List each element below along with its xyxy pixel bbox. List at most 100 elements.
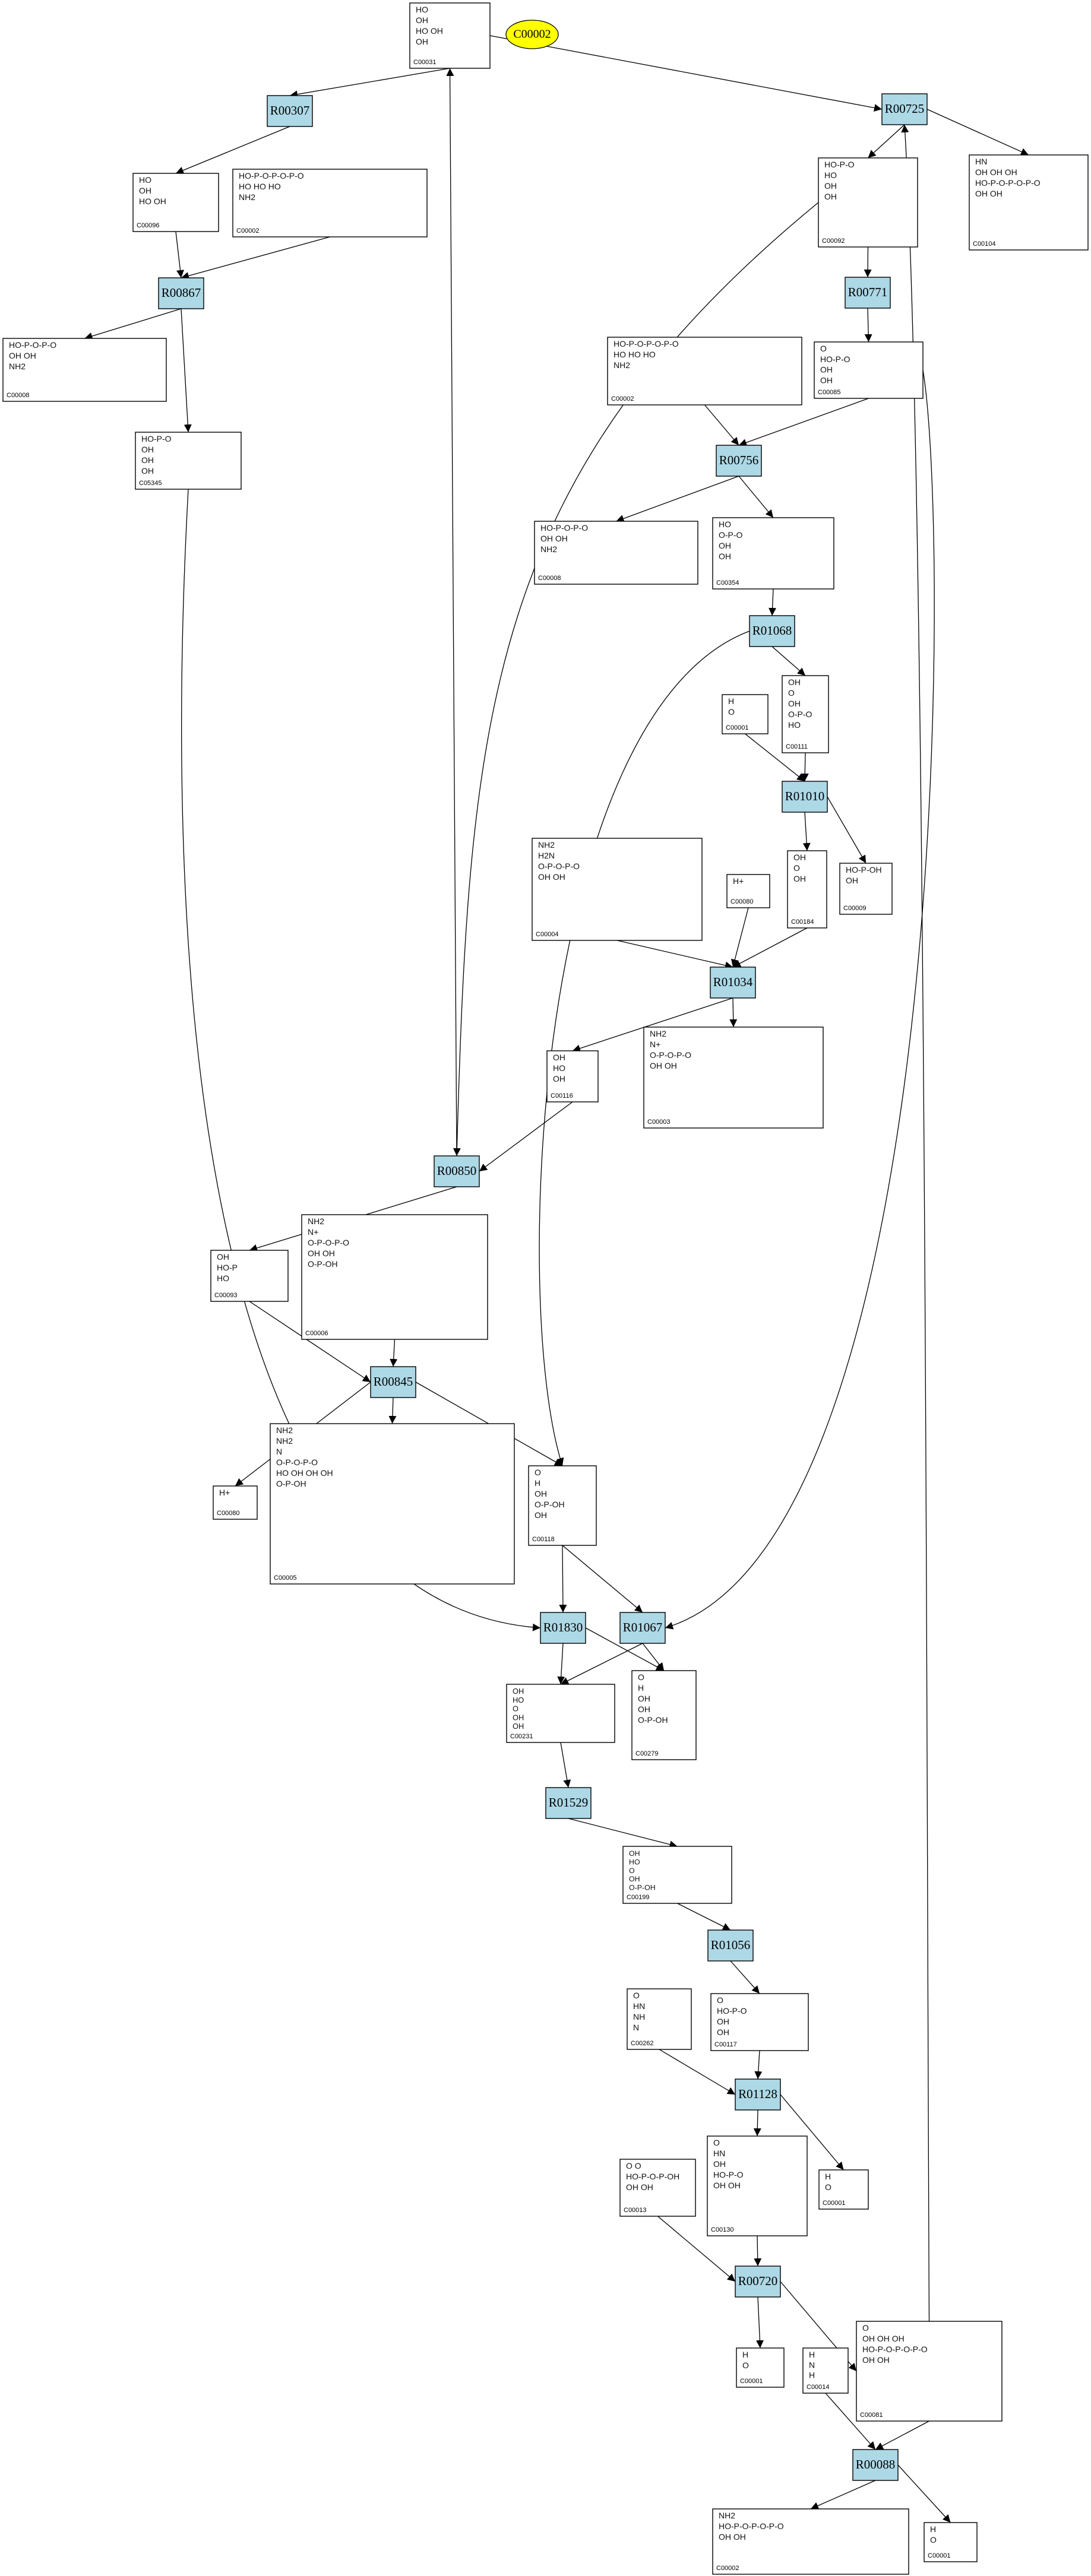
structure-text: OH OH: [975, 189, 1003, 198]
structure-text: HO-P-OH: [846, 865, 882, 874]
structure-text: O-P-O-P-O: [650, 1050, 691, 1060]
reaction-r01067[interactable]: R01067: [619, 1612, 666, 1644]
reaction-r00756[interactable]: R00756: [716, 445, 762, 477]
compound-id: C00096: [137, 222, 160, 229]
edge-arrow: [560, 1742, 571, 1788]
reaction-r00088[interactable]: R00088: [852, 2449, 899, 2481]
edge-arrow: [390, 1339, 398, 1367]
reaction-r00725[interactable]: R00725: [881, 93, 928, 125]
reaction-label: R01068: [752, 623, 792, 638]
reaction-r00307[interactable]: R00307: [267, 95, 313, 127]
edge-arrow: [181, 308, 192, 433]
compound-id: C00117: [714, 2041, 737, 2048]
edge-arrow: [825, 2393, 876, 2450]
reaction-r00850[interactable]: R00850: [434, 1155, 480, 1187]
edge-arrow: [289, 68, 450, 99]
edge-arrow: [771, 646, 806, 676]
edge-arrow: [659, 2049, 736, 2095]
structure-text: OH OH OH: [975, 167, 1017, 177]
reaction-r01010[interactable]: R01010: [782, 781, 828, 813]
reaction-r00771[interactable]: R00771: [845, 277, 891, 309]
structure-text: OH: [788, 699, 801, 708]
compound-c00080[interactable]: H+C00080: [726, 874, 770, 908]
highlight-node[interactable]: C00002: [505, 20, 559, 49]
structure-text: HN: [713, 2149, 725, 2158]
reaction-r00720[interactable]: R00720: [735, 2266, 781, 2298]
structure-text: O-P-OH: [276, 1479, 306, 1488]
reaction-r01068[interactable]: R01068: [749, 615, 795, 647]
structure-text: OH: [629, 1849, 640, 1858]
structure-text: N: [276, 1447, 282, 1456]
structure-text: OH: [141, 466, 154, 476]
edge-arrow: [738, 398, 869, 446]
reaction-r00845[interactable]: R00845: [370, 1366, 416, 1398]
reaction-r01034[interactable]: R01034: [710, 967, 756, 999]
structure-text: H: [809, 2371, 815, 2380]
structure-text: HO: [416, 5, 428, 14]
reaction-label: R00088: [856, 2457, 896, 2472]
structure-text: NH2: [276, 1425, 293, 1435]
edge-arrow: [181, 236, 330, 280]
structure-text: OH OH: [540, 534, 568, 543]
structure-text: O: [930, 2535, 937, 2545]
edge-arrow: [249, 1301, 371, 1383]
edge-arrow: [479, 1101, 573, 1172]
reaction-r00867[interactable]: R00867: [158, 277, 204, 309]
edge-arrow: [730, 1960, 760, 1994]
structure-text: OH: [553, 1074, 565, 1083]
reaction-label: R01128: [738, 2087, 777, 2101]
reaction-r01056[interactable]: R01056: [707, 1929, 754, 1962]
structure-text: H: [638, 1683, 644, 1693]
edge-arrow: [810, 2480, 876, 2510]
reaction-r01529[interactable]: R01529: [545, 1787, 592, 1819]
reaction-label: R00307: [270, 103, 310, 118]
structure-text: O: [513, 1704, 518, 1713]
reaction-r01830[interactable]: R01830: [540, 1612, 586, 1644]
edge-arrow: [864, 308, 872, 343]
structure-text: O: [862, 2323, 869, 2333]
edge-arrow: [780, 2094, 844, 2171]
structure-text: HO: [217, 1273, 229, 1283]
reaction-r01128[interactable]: R01128: [735, 2078, 781, 2111]
reaction-label: R00725: [885, 102, 925, 116]
compound-c00080[interactable]: H+C00080: [213, 1485, 258, 1520]
edge-arrow: [446, 68, 457, 1156]
structure-text: OH: [793, 853, 806, 862]
structure-text: O-P-O-P-O: [308, 1238, 349, 1247]
